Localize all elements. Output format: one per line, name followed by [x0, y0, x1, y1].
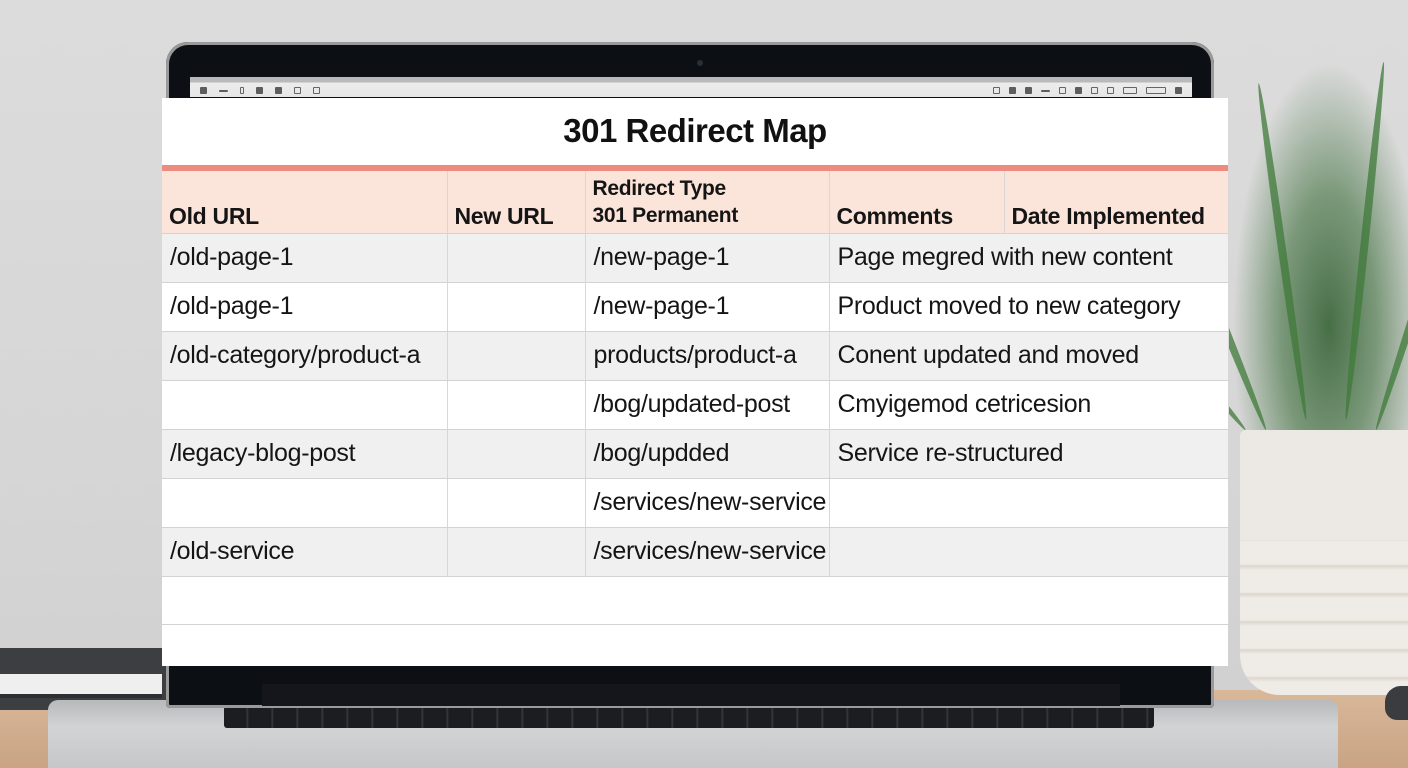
- minimize-icon[interactable]: [219, 89, 228, 92]
- table-row: /old-category/product-a products/product…: [162, 331, 1229, 381]
- computer-mouse: [1385, 686, 1408, 720]
- laptop-keyboard: [224, 706, 1154, 728]
- document-page: 301 Redirect Map Old URL New URL Redirec…: [162, 98, 1229, 666]
- table-header-row: Old URL New URL Redirect Type 301 Perman…: [162, 171, 1229, 234]
- title-accent-rule: [162, 165, 1228, 171]
- table-row: /bog/updated-post Cmyigemod cetricesion: [162, 380, 1229, 430]
- cell-redirect-type[interactable]: /new-page-1: [585, 282, 830, 332]
- bars-icon[interactable]: [1091, 87, 1098, 94]
- empty-table-row: [162, 576, 1229, 625]
- cell-new-url[interactable]: [447, 282, 586, 332]
- leaf: [1254, 82, 1310, 421]
- leaf: [1372, 114, 1408, 432]
- box-icon[interactable]: [1107, 87, 1114, 94]
- file-icon[interactable]: [1059, 87, 1066, 94]
- cell-new-url[interactable]: [447, 429, 586, 479]
- table-row: /old-page-1 /new-page-1 Product moved to…: [162, 282, 1229, 332]
- cell-redirect-type[interactable]: products/product-a: [585, 331, 830, 381]
- cell-redirect-type[interactable]: /services/new-service: [585, 527, 830, 577]
- cell-comments[interactable]: Cmyigemod cetricesion: [829, 380, 1229, 430]
- dash-icon[interactable]: [1041, 89, 1050, 92]
- folder-icon[interactable]: [256, 87, 263, 94]
- cell-comments[interactable]: Product moved to new category: [829, 282, 1229, 332]
- os-toolbar: [190, 77, 1192, 97]
- leaf: [1342, 61, 1388, 421]
- cell-old-url[interactable]: /legacy-blog-post: [162, 429, 448, 479]
- table-row: /legacy-blog-post /bog/updded Service re…: [162, 429, 1229, 479]
- laptop-hinge: [262, 684, 1120, 706]
- table-row: /old-page-1 /new-page-1 Page megred with…: [162, 233, 1229, 283]
- table-row: /services/new-service: [162, 478, 1229, 528]
- clock-icon[interactable]: [1146, 87, 1166, 94]
- cell-new-url[interactable]: [447, 331, 586, 381]
- os-toolbar-left: [200, 87, 320, 94]
- column-header-sublabel: 301 Permanent: [592, 203, 739, 227]
- page-title: 301 Redirect Map: [563, 112, 827, 149]
- cell-old-url[interactable]: /old-page-1: [162, 282, 448, 332]
- book-stack: [0, 648, 170, 710]
- pin-icon[interactable]: [240, 87, 244, 94]
- cell-old-url[interactable]: /old-page-1: [162, 233, 448, 283]
- cell-redirect-type[interactable]: /bog/updated-post: [585, 380, 830, 430]
- cell-comments[interactable]: Page megred with new content: [829, 233, 1229, 283]
- cell-redirect-type[interactable]: /services/new-service: [585, 478, 830, 528]
- terminal-icon[interactable]: [1025, 87, 1032, 94]
- column-header-comments[interactable]: Comments: [829, 171, 1005, 234]
- book-pages: [0, 674, 162, 698]
- window-icon[interactable]: [294, 87, 301, 94]
- plant-foliage: [1133, 60, 1408, 440]
- user-icon[interactable]: [993, 87, 1000, 94]
- image-icon[interactable]: [275, 87, 282, 94]
- cell-new-url[interactable]: [447, 527, 586, 577]
- column-header-redirect-type[interactable]: Redirect Type 301 Permanent: [585, 171, 830, 234]
- cell-new-url[interactable]: [447, 380, 586, 430]
- cell-old-url[interactable]: /old-service: [162, 527, 448, 577]
- column-header-new-url[interactable]: New URL: [447, 171, 586, 234]
- cell-new-url[interactable]: [447, 233, 586, 283]
- column-header-label: Redirect Type: [592, 176, 727, 200]
- column-header-date-implemented[interactable]: Date Implemented: [1004, 171, 1229, 234]
- webcam: [697, 60, 703, 66]
- settings-icon[interactable]: [1175, 87, 1182, 94]
- clock-icon[interactable]: [313, 87, 320, 94]
- empty-cell[interactable]: [162, 576, 1229, 625]
- cell-comments[interactable]: Conent updated and moved: [829, 331, 1229, 381]
- cell-new-url[interactable]: [447, 478, 586, 528]
- grid-icon[interactable]: [1075, 87, 1082, 94]
- column-header-old-url[interactable]: Old URL: [162, 171, 448, 234]
- cell-comments[interactable]: [829, 527, 1229, 577]
- plant-pot-top: [1240, 430, 1408, 540]
- table-row: /old-service /services/new-service: [162, 527, 1229, 577]
- cell-redirect-type[interactable]: /bog/updded: [585, 429, 830, 479]
- redirect-map-table: Old URL New URL Redirect Type 301 Perman…: [162, 171, 1229, 625]
- cell-old-url[interactable]: [162, 380, 448, 430]
- os-toolbar-right: [993, 87, 1182, 94]
- cell-old-url[interactable]: /old-category/product-a: [162, 331, 448, 381]
- battery-icon[interactable]: [1123, 87, 1137, 94]
- cell-comments[interactable]: [829, 478, 1229, 528]
- terminal-icon[interactable]: [1009, 87, 1016, 94]
- cell-old-url[interactable]: [162, 478, 448, 528]
- cell-comments[interactable]: Service re-structured: [829, 429, 1229, 479]
- cell-redirect-type[interactable]: /new-page-1: [585, 233, 830, 283]
- app-icon[interactable]: [200, 87, 207, 94]
